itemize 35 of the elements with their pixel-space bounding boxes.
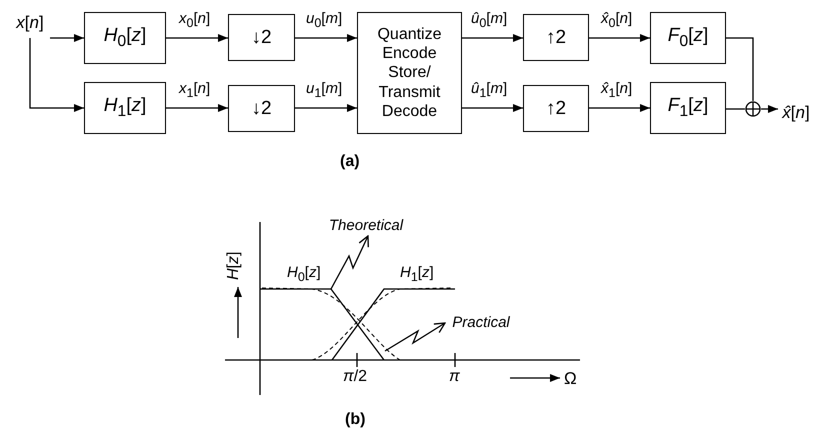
arrow [761,105,778,113]
arrow [462,34,523,42]
upsampler-block: ↑2 [523,85,589,132]
tick-label: π/2 [343,367,368,387]
curve-label: Practical [445,313,517,333]
downsampler-block: ↓2 [228,14,295,61]
leader-arrow [330,235,369,290]
axis-label: H[z] [224,252,243,280]
arrow [29,38,84,112]
caption: (b) [345,410,366,430]
curve-label: H$_{0}$[z] [287,263,321,286]
arrow [462,104,523,112]
filter-block: F$_{1}$[z] [650,82,726,134]
filter-block: F$_{0}$[z] [650,12,726,64]
filter-block: H$_{0}$[z] [84,12,166,64]
filter-block: H$_{1}$[z] [84,82,166,134]
downsampler-block: ↓2 [228,85,295,132]
arrow [589,34,650,42]
signal-label: x[n] [10,8,50,38]
arrow [589,104,650,112]
tick-label: π [449,367,460,387]
curve-label: Theoretical [328,216,404,236]
arrow [166,104,228,112]
upsampler-block: ↑2 [523,14,589,61]
leader-arrow [384,322,446,352]
axis-label: Ω [564,369,577,389]
signal-label: x̂[n] [778,100,814,126]
arrow [295,34,357,42]
arrow [295,104,357,112]
caption: (a) [340,152,360,172]
summing-junction [745,101,761,117]
arrow [50,34,84,42]
curve-label: H$_{1}$[z] [400,263,434,286]
arrow [166,34,228,42]
codec-block: Quantize Encode Store/ Transmit Decode [357,12,462,134]
